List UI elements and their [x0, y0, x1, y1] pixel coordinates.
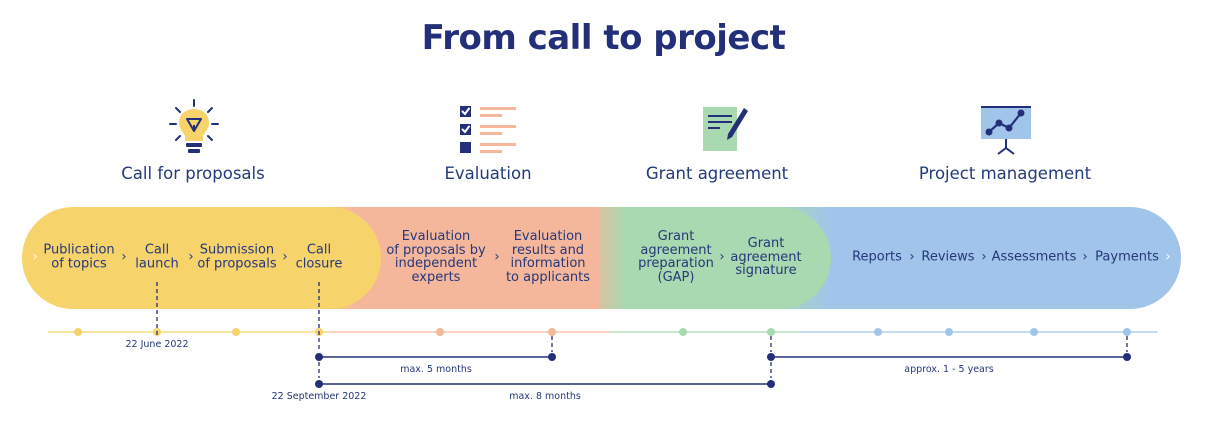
span-end-dot: [548, 353, 556, 361]
timeline-dot: [945, 328, 953, 336]
band-project: [780, 207, 1181, 309]
span-end-dot: [1123, 353, 1131, 361]
timeline-dot: [767, 328, 775, 336]
band-evaluation: [340, 207, 600, 309]
timeline-dot: [232, 328, 240, 336]
span-label-evaluation: max. 5 months: [400, 364, 472, 375]
step-reviews: Reviews: [921, 249, 975, 265]
span-end-dot: [315, 380, 323, 388]
lightbulb-icon: [168, 98, 220, 158]
step-payments: Payments: [1095, 249, 1159, 265]
timeline-dot: [436, 328, 444, 336]
document-pen-icon: [700, 104, 752, 154]
chevron-right-icon: ›: [909, 249, 915, 265]
phase-label-grant: Grant agreement: [645, 164, 789, 183]
checklist-icon: [458, 104, 520, 156]
band-grant: [600, 207, 831, 309]
timeline-dot: [679, 328, 687, 336]
chevron-right-icon: ›: [188, 249, 194, 265]
timeline-dot: [1123, 328, 1131, 336]
timeline-dot: [74, 328, 82, 336]
timeline-dot: [548, 328, 556, 336]
span-label-project: approx. 1 - 5 years: [904, 364, 994, 375]
span-end-dot: [767, 353, 775, 361]
chevron-right-icon: ›: [719, 249, 725, 265]
chevron-right-icon: ›: [981, 249, 987, 265]
phase-label-call: Call for proposals: [121, 164, 265, 183]
timeline-dot: [874, 328, 882, 336]
chart-board-icon: [978, 104, 1034, 156]
chevron-right-icon: ›: [32, 249, 38, 265]
step-assessments: Assessments: [991, 249, 1077, 265]
date-call-closure: 22 September 2022: [271, 391, 367, 402]
date-call-launch: 22 June 2022: [125, 339, 189, 350]
chevron-right-icon: ›: [494, 249, 500, 265]
chevron-right-icon: ›: [1165, 249, 1171, 265]
chevron-right-icon: ›: [121, 249, 127, 265]
span-end-dot: [315, 353, 323, 361]
phase-label-project: Project management: [918, 164, 1092, 183]
band-call: [22, 207, 381, 309]
span-label-grant: max. 8 months: [509, 391, 581, 402]
chevron-right-icon: ›: [1082, 249, 1088, 265]
phase-label-evaluation: Evaluation: [444, 164, 532, 183]
page-title: From call to project: [421, 18, 786, 58]
step-reports: Reports: [852, 249, 902, 265]
timeline-dot: [1030, 328, 1038, 336]
span-end-dot: [767, 380, 775, 388]
chevron-right-icon: ›: [282, 249, 288, 265]
